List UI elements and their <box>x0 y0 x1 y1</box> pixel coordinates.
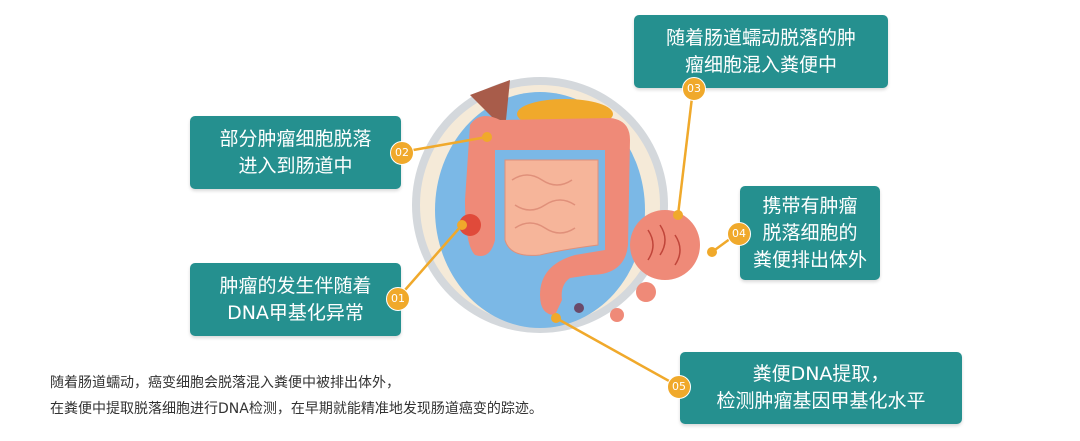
connector-lines <box>397 88 739 388</box>
step-01-text: DNA甲基化异常 <box>227 301 364 324</box>
step-number-04: 04 <box>727 222 751 246</box>
colon <box>465 116 630 315</box>
step-02-text: 进入到肠道中 <box>238 154 353 177</box>
stool-particle <box>636 282 656 302</box>
step-01-text: 肿瘤的发生伴随着 <box>219 274 372 297</box>
tumor <box>459 214 481 236</box>
liver <box>470 80 510 130</box>
step-02-text: 部分肿瘤细胞脱落 <box>219 127 372 150</box>
step-04-text: 脱落细胞的 <box>762 221 858 244</box>
step-number-02: 02 <box>390 141 414 165</box>
dna-icon <box>647 224 681 266</box>
step-02-box: 部分肿瘤细胞脱落 进入到肠道中 <box>190 116 401 189</box>
step-number-01: 01 <box>386 287 410 311</box>
stool-particle <box>574 303 584 313</box>
step-03-text: 瘤细胞混入粪便中 <box>684 53 837 76</box>
step-04-box: 携带有肿瘤 脱落细胞的 粪便排出体外 <box>740 186 880 280</box>
small-intestine <box>504 159 599 256</box>
step-04-text: 携带有肿瘤 <box>762 194 858 217</box>
step-05-box: 粪便DNA提取， 检测肿瘤基因甲基化水平 <box>680 352 962 424</box>
stool-particle <box>610 308 624 322</box>
step-05-text: 检测肿瘤基因甲基化水平 <box>716 390 926 412</box>
step-number-03: 03 <box>682 77 706 101</box>
step-05-text: 粪便DNA提取， <box>752 363 890 385</box>
step-04-text: 粪便排出体外 <box>752 248 867 271</box>
step-01-box: 肿瘤的发生伴随着 DNA甲基化异常 <box>190 263 401 336</box>
step-number-05: 05 <box>667 375 691 399</box>
intestine-folds <box>511 174 576 234</box>
caption-line: 随着肠道蠕动，癌变细胞会脱落混入粪便中被排出体外， <box>50 375 400 391</box>
step-03-text: 随着肠道蠕动脱落的肿 <box>665 26 856 49</box>
connector-dots <box>457 132 717 323</box>
step-03-box: 随着肠道蠕动脱落的肿 瘤细胞混入粪便中 <box>634 15 888 88</box>
caption: 随着肠道蠕动，癌变细胞会脱落混入粪便中被排出体外， 在粪便中提取脱落细胞进行DN… <box>50 370 543 422</box>
caption-line: 在粪便中提取脱落细胞进行DNA检测，在早期就能精准地发现肠道癌变的踪迹。 <box>50 401 543 417</box>
